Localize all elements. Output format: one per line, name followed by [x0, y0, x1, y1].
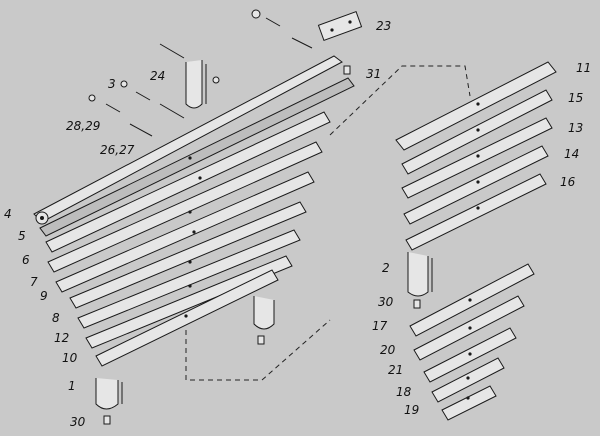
bolt-26 — [129, 123, 153, 137]
label-18: 18 — [396, 385, 412, 399]
bolt-long-top — [291, 37, 313, 49]
leaf-31 — [39, 77, 355, 237]
right-spring-leaves-lower — [409, 263, 535, 421]
label-16: 16 — [560, 175, 576, 189]
u-bolt-24 — [185, 60, 207, 109]
label-30-left: 30 — [70, 415, 86, 429]
label-2: 2 — [382, 261, 390, 275]
leaf-14 — [403, 145, 549, 225]
dashed-connector-line — [185, 65, 471, 381]
nut-28 — [88, 94, 96, 102]
left-spring-leaves — [33, 55, 355, 367]
leaf-7 — [55, 171, 315, 293]
nut-top — [251, 9, 261, 19]
label-10: 10 — [62, 351, 78, 365]
label-1: 1 — [68, 379, 76, 393]
leaf-10 — [95, 269, 279, 367]
label-3: 3 — [108, 77, 116, 91]
label-8: 8 — [52, 311, 60, 325]
bolt-3 — [135, 91, 151, 101]
hardware-parts — [88, 9, 421, 425]
leaf-16 — [405, 173, 547, 251]
u-bolt-2 — [407, 252, 433, 297]
label-11: 11 — [576, 61, 591, 75]
label-9: 9 — [40, 289, 48, 303]
leaf-15 — [401, 89, 553, 175]
leaf-6 — [47, 141, 323, 273]
bolt-24 — [159, 43, 185, 59]
bolt-30-right — [413, 299, 421, 309]
u-bolt-1 — [95, 378, 123, 410]
bolt-28 — [105, 103, 121, 113]
label-31: 31 — [366, 67, 381, 81]
leaf-11 — [395, 61, 557, 151]
bolt-3-long — [159, 103, 185, 119]
label-30-right: 30 — [378, 295, 394, 309]
label-28-29: 28,29 — [66, 119, 100, 133]
label-12: 12 — [54, 331, 69, 345]
label-19: 19 — [404, 403, 419, 417]
label-6: 6 — [22, 253, 30, 267]
bolt-center — [257, 335, 265, 345]
label-21: 21 — [388, 363, 403, 377]
bolt-top — [265, 17, 281, 27]
leaf-5 — [45, 111, 331, 253]
label-13: 13 — [568, 121, 583, 135]
label-26-27: 26,27 — [100, 143, 135, 157]
nut-24 — [212, 76, 220, 84]
label-24: 24 — [150, 69, 165, 83]
label-7: 7 — [30, 275, 38, 289]
nut-3 — [120, 80, 128, 88]
leaf-13 — [401, 117, 553, 199]
label-23: 23 — [376, 19, 391, 33]
leaf-19 — [441, 385, 497, 421]
nut-31 — [343, 65, 351, 75]
label-5: 5 — [18, 229, 26, 243]
leaf-8 — [77, 229, 301, 329]
u-bolt-center — [253, 296, 275, 330]
leaf-18 — [431, 357, 505, 403]
plate-23 — [317, 11, 363, 41]
leaf-12 — [85, 255, 293, 349]
label-15: 15 — [568, 91, 583, 105]
part-labels: 23 24 31 3 28,29 26,27 4 5 6 7 9 8 12 10… — [4, 19, 591, 429]
label-17: 17 — [372, 319, 388, 333]
label-20: 20 — [380, 343, 396, 357]
label-14: 14 — [564, 147, 579, 161]
leaf-17 — [409, 263, 535, 337]
leaf-9 — [69, 201, 307, 309]
bolt-30-left — [103, 415, 111, 425]
right-spring-leaves-upper — [395, 61, 557, 251]
label-4: 4 — [4, 207, 12, 221]
